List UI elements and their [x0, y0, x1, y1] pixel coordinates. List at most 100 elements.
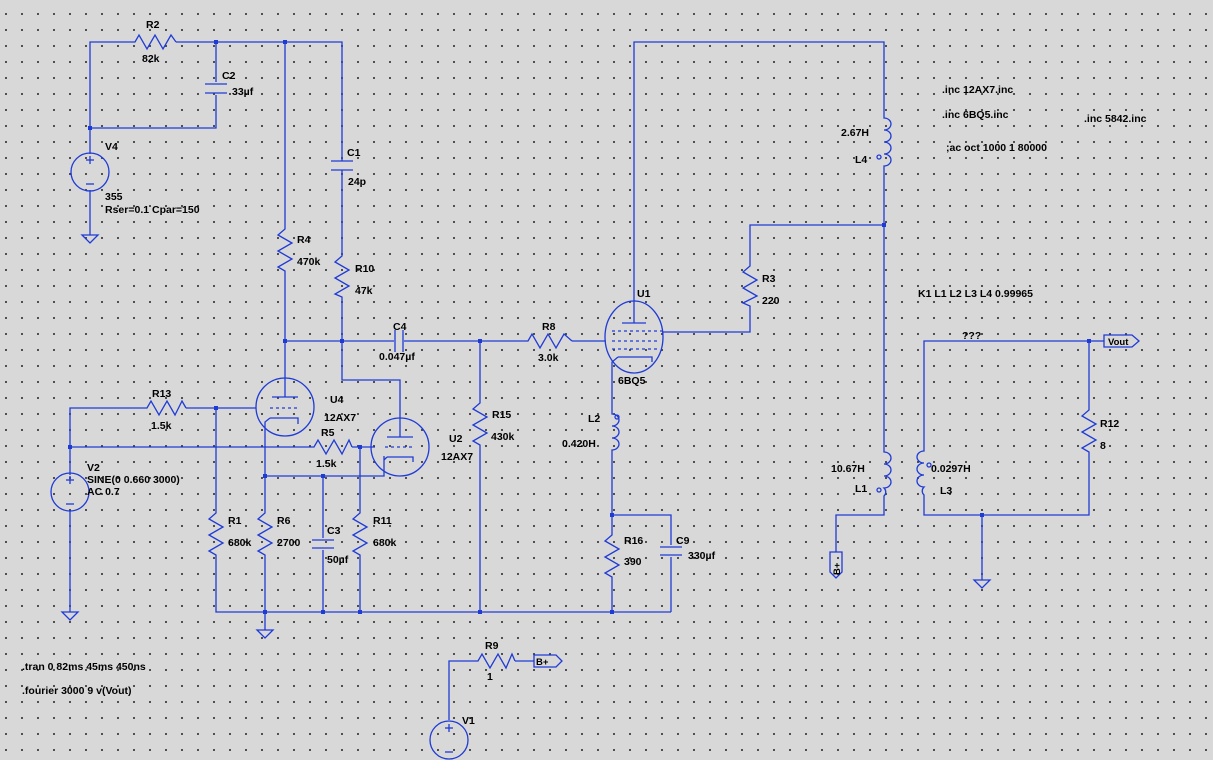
resistor-R2[interactable]	[131, 33, 177, 51]
R4-name: R4	[297, 234, 311, 246]
U2-value: 12AX7	[441, 451, 473, 463]
voltage-source-V4[interactable]	[70, 152, 110, 192]
L4-name: L4	[855, 154, 867, 166]
R1-name: R1	[228, 515, 242, 527]
U1-name: U1	[637, 288, 651, 300]
R13-name: R13	[152, 388, 171, 400]
R6-name: R6	[277, 515, 291, 527]
ground-symbol-v4	[80, 234, 100, 244]
capacitor-C4[interactable]	[394, 330, 404, 352]
L3-value: 0.0297H	[931, 463, 971, 475]
net-label-unknown: ???	[962, 330, 981, 342]
net-flag-bplus-l1[interactable]: B+	[829, 551, 843, 579]
resistor-R6[interactable]	[256, 508, 274, 560]
R10-name: R10	[355, 263, 374, 275]
tube-U2[interactable]	[370, 414, 430, 477]
R4-value: 470k	[297, 256, 321, 268]
V2-value: SINE(0 0.660 3000)	[87, 474, 180, 486]
V2-extra: AC 0.7	[87, 486, 120, 498]
voltage-source-V1[interactable]	[429, 720, 469, 760]
resistor-R3[interactable]	[741, 262, 759, 308]
capacitor-C2[interactable]	[205, 83, 227, 94]
L3-name: L3	[940, 485, 952, 497]
inductor-L2[interactable]	[611, 408, 620, 458]
capacitor-C3[interactable]	[312, 539, 334, 549]
voltage-source-V2[interactable]	[50, 472, 90, 512]
component-labels: R2 82k C2 33µf V4 355 Rser=0.1 Cpar=150 …	[87, 19, 1119, 727]
L4-value: 2.67H	[841, 127, 869, 139]
resistor-R10[interactable]	[333, 252, 351, 300]
R1-value: 680k	[228, 537, 252, 549]
L1-value: 10.67H	[831, 463, 865, 475]
R9-name: R9	[485, 640, 499, 652]
R2-value: 82k	[142, 53, 160, 65]
inductor-L1[interactable]	[876, 448, 892, 498]
C4-name: C4	[393, 321, 407, 333]
L1-name: L1	[855, 483, 867, 495]
R3-name: R3	[762, 273, 776, 285]
net-flag-vout-label: Vout	[1108, 337, 1129, 348]
capacitor-C1[interactable]	[331, 150, 353, 185]
directive-fourier: .fourier 3000 9 v(Vout)	[22, 685, 132, 697]
V4-name: V4	[105, 141, 118, 153]
junction-dots	[68, 40, 1091, 614]
net-flag-vout[interactable]: Vout	[1103, 334, 1140, 348]
R13-value: 1.5k	[151, 420, 172, 432]
R12-value: 8	[1100, 440, 1106, 452]
resistor-R5[interactable]	[310, 438, 353, 456]
resistor-R15[interactable]	[471, 398, 489, 448]
V1-name: V1	[462, 715, 475, 727]
directive-tran: .tran 0 82ms 45ms 450ns	[22, 661, 146, 673]
capacitor-C9[interactable]	[660, 546, 682, 556]
resistor-R16[interactable]	[603, 530, 621, 580]
directive-ac: ;ac oct 1000 1 80000	[946, 142, 1047, 154]
spice-directives[interactable]: .inc 12AX7.inc .inc 6BQ5.inc .inc 5842.i…	[22, 84, 1147, 697]
ground-symbol-secondary	[972, 579, 992, 589]
directive-inc-5842: .inc 5842.inc	[1084, 113, 1147, 125]
U4-name: U4	[330, 394, 344, 406]
R9-value: 1	[487, 671, 493, 683]
C4-value: 0.047µf	[379, 351, 415, 363]
U1-value: 6BQ5	[618, 375, 646, 387]
C3-name: C3	[327, 525, 341, 537]
C2-value: 33µf	[232, 86, 254, 98]
L2-name: L2	[588, 413, 600, 425]
R11-value: 680k	[373, 537, 397, 549]
ground-symbol-cathode	[255, 629, 275, 639]
ground-symbol-v2	[60, 611, 80, 621]
net-flag-bplus-r9[interactable]: B+	[533, 654, 563, 668]
L2-value: 0.420H	[562, 438, 596, 450]
resistor-R12[interactable]	[1080, 405, 1098, 460]
resistor-R1[interactable]	[207, 508, 225, 560]
resistor-R11[interactable]	[351, 508, 369, 560]
R6-value: 2700	[277, 537, 301, 549]
inductor-L4[interactable]	[876, 110, 892, 170]
R8-name: R8	[542, 321, 556, 333]
resistor-R13[interactable]	[143, 399, 187, 417]
directive-coupling: K1 L1 L2 L3 L4 0.99965	[918, 288, 1033, 300]
U4-value: 12AX7	[324, 412, 356, 424]
tube-U4[interactable]	[255, 377, 315, 437]
tube-U1[interactable]	[604, 300, 664, 374]
R16-name: R16	[624, 535, 643, 547]
R10-value: 47k	[355, 285, 373, 297]
R15-value: 430k	[491, 431, 515, 443]
inductor-L3[interactable]	[916, 445, 932, 500]
resistor-R8[interactable]	[524, 332, 573, 350]
R12-name: R12	[1100, 418, 1119, 430]
resistor-R9[interactable]	[474, 652, 516, 670]
net-flag-bplus-l1-label: B+	[832, 562, 843, 575]
C9-value: 330µf	[688, 550, 716, 562]
C2-name: C2	[222, 70, 236, 82]
R2-name: R2	[146, 19, 160, 31]
C1-value: 24p	[348, 176, 366, 188]
V4-value: 355	[105, 191, 123, 203]
V4-extra: Rser=0.1 Cpar=150	[105, 204, 200, 216]
resistor-R4[interactable]	[276, 225, 294, 275]
R5-name: R5	[321, 427, 335, 439]
directive-inc-6bq5: .inc 6BQ5.inc	[942, 109, 1009, 121]
R16-value: 390	[624, 556, 642, 568]
R11-name: R11	[373, 515, 392, 527]
directive-inc-12ax7: .inc 12AX7.inc	[942, 84, 1013, 96]
